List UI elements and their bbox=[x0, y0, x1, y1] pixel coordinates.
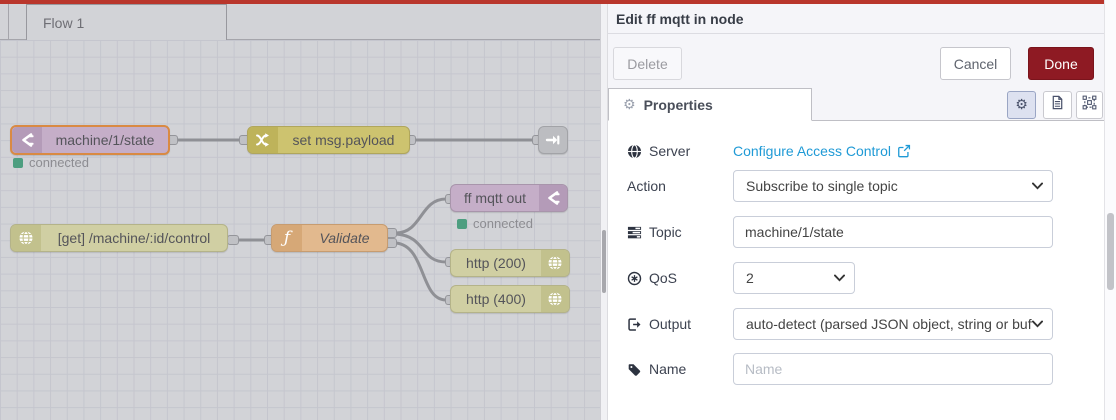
gear-icon: ⚙ bbox=[1015, 97, 1028, 113]
server-row: Server Configure Access Control bbox=[608, 135, 1104, 167]
function-icon: ƒ bbox=[272, 225, 302, 251]
description-icon bbox=[1050, 95, 1065, 115]
node-http-response-400[interactable]: http (400) bbox=[450, 285, 570, 313]
mqtt-bridge-icon bbox=[539, 185, 567, 211]
status-text: connected bbox=[29, 155, 89, 170]
node-label: set msg.payload bbox=[292, 132, 395, 148]
action-row: Action Subscribe to single topic bbox=[608, 170, 1104, 202]
tab-flow-1[interactable]: Flow 1 bbox=[26, 4, 227, 40]
configure-access-control-link[interactable]: Configure Access Control bbox=[733, 143, 911, 159]
resize-grip-icon bbox=[602, 230, 606, 293]
wire[interactable] bbox=[395, 241, 447, 302]
topic-row: Topic bbox=[608, 216, 1104, 248]
panel-scrollbar[interactable] bbox=[1104, 0, 1116, 420]
node-status: connected bbox=[457, 216, 533, 231]
tabbar-edge bbox=[8, 4, 9, 40]
link-out-icon bbox=[539, 127, 567, 153]
globe-icon bbox=[541, 250, 569, 276]
node-http-in[interactable]: [get] /machine/:id/control bbox=[10, 224, 228, 252]
qos-label: QoS bbox=[608, 270, 733, 286]
done-button[interactable]: Done bbox=[1028, 47, 1094, 80]
editor-tabrow: ⚙ Properties ⚙ bbox=[608, 88, 1104, 121]
qos-row: QoS 2 bbox=[608, 262, 1104, 294]
properties-icon-button[interactable]: ⚙ bbox=[1007, 91, 1036, 119]
edit-panel: Edit ff mqtt in node Delete Cancel Done … bbox=[608, 4, 1104, 420]
flow-tab-label: Flow 1 bbox=[43, 14, 85, 31]
panel-resize-handle[interactable] bbox=[600, 4, 608, 420]
topic-input[interactable] bbox=[733, 216, 1053, 248]
node-change[interactable]: set msg.payload bbox=[247, 126, 410, 154]
external-link-icon bbox=[897, 144, 911, 158]
globe-icon bbox=[541, 286, 569, 312]
node-label: Validate bbox=[319, 230, 370, 246]
name-row: Name bbox=[608, 353, 1104, 385]
tasks-icon bbox=[627, 225, 642, 240]
name-input[interactable] bbox=[733, 353, 1053, 385]
node-http-response-200[interactable]: http (200) bbox=[450, 249, 570, 277]
tab-properties[interactable]: ⚙ Properties bbox=[608, 88, 812, 121]
circled-asterisk-icon bbox=[627, 271, 642, 286]
mqtt-bridge-icon bbox=[12, 127, 42, 153]
properties-form: Server Configure Access Control Action S… bbox=[608, 121, 1104, 420]
status-dot-icon bbox=[13, 157, 23, 168]
node-label: machine/1/state bbox=[55, 132, 155, 148]
status-text: connected bbox=[473, 216, 533, 231]
properties-tab-label: Properties bbox=[643, 96, 713, 113]
gear-icon: ⚙ bbox=[623, 96, 636, 113]
chevron-down-icon bbox=[1032, 182, 1043, 190]
delete-button[interactable]: Delete bbox=[613, 47, 682, 80]
name-label: Name bbox=[608, 361, 733, 377]
node-label: ff mqtt out bbox=[464, 190, 526, 206]
globe-icon bbox=[627, 143, 642, 159]
header-bar bbox=[0, 0, 1104, 4]
globe-icon bbox=[11, 225, 41, 251]
action-label: Action bbox=[627, 178, 666, 194]
description-icon-button[interactable] bbox=[1043, 91, 1072, 119]
appearance-icon bbox=[1082, 95, 1097, 115]
wire[interactable] bbox=[395, 232, 447, 264]
shuffle-icon bbox=[248, 127, 278, 153]
port-output[interactable] bbox=[227, 235, 239, 245]
flow-tabbar: Flow 1 bbox=[0, 4, 600, 40]
output-row: Output auto-detect (parsed JSON object, … bbox=[608, 308, 1104, 340]
flow-canvas[interactable]: Flow 1 machine/1/state bbox=[0, 4, 600, 420]
node-link-out[interactable] bbox=[538, 126, 568, 154]
sign-out-icon bbox=[627, 317, 642, 332]
scrollbar-thumb[interactable] bbox=[1107, 213, 1114, 290]
node-status: connected bbox=[13, 155, 89, 170]
edit-panel-title: Edit ff mqtt in node bbox=[608, 4, 1104, 34]
appearance-icon-button[interactable] bbox=[1076, 91, 1103, 119]
node-label: [get] /machine/:id/control bbox=[57, 230, 211, 246]
node-label: http (200) bbox=[466, 255, 526, 271]
node-mqtt-in[interactable]: machine/1/state bbox=[10, 125, 170, 155]
wire[interactable] bbox=[395, 197, 447, 235]
node-label: http (400) bbox=[466, 291, 526, 307]
server-label: Server bbox=[608, 143, 733, 159]
output-label: Output bbox=[608, 316, 733, 332]
wires-layer bbox=[178, 138, 533, 302]
status-dot-icon bbox=[457, 218, 467, 229]
topic-label: Topic bbox=[608, 224, 733, 240]
node-mqtt-out[interactable]: ff mqtt out bbox=[450, 184, 568, 212]
qos-select[interactable]: 2 bbox=[733, 262, 855, 294]
cancel-button[interactable]: Cancel bbox=[940, 47, 1011, 80]
chevron-down-icon bbox=[1032, 320, 1043, 328]
output-select[interactable]: auto-detect (parsed JSON object, string … bbox=[733, 308, 1053, 340]
action-select[interactable]: Subscribe to single topic bbox=[733, 170, 1053, 202]
node-function[interactable]: ƒ Validate bbox=[271, 224, 388, 252]
tag-icon bbox=[627, 362, 642, 377]
chevron-down-icon bbox=[834, 274, 845, 282]
canvas-grid[interactable] bbox=[0, 40, 600, 420]
